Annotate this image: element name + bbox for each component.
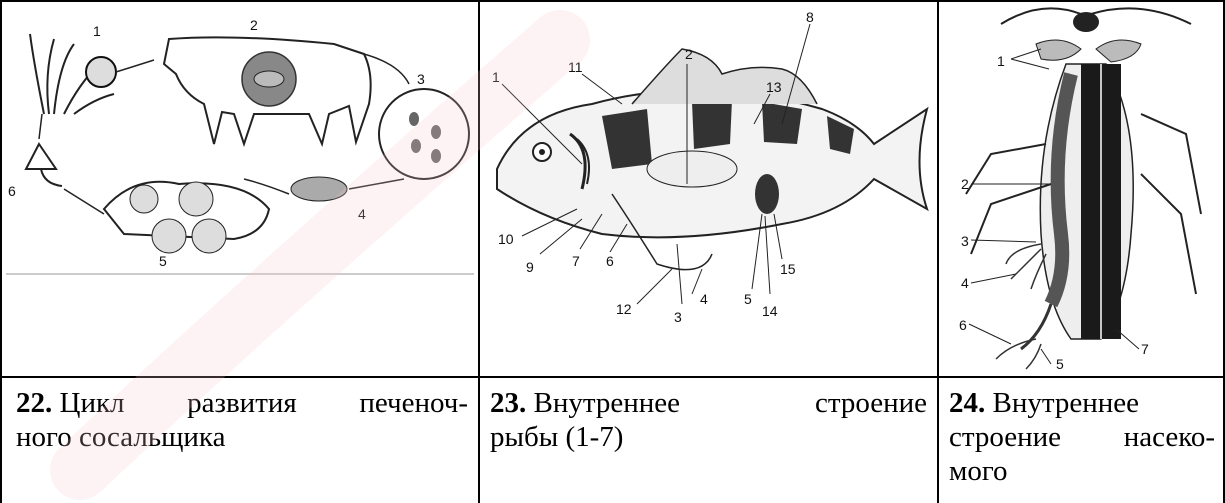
fig23-label: 7 [572,253,580,269]
legs-icon [965,113,1202,295]
table-border-right [1223,0,1225,503]
gills-icon [569,132,587,190]
intestine-icon [611,193,713,271]
table-border-top [0,0,1225,2]
caption-23-line2: рыбы (1-7) [490,421,624,453]
table-divider-2 [937,0,939,503]
table-row-divider [0,376,1225,378]
fig24-illustration: 1 2 3 4 6 5 7 [959,7,1202,372]
fish-stripes [602,100,854,169]
table-divider-1 [478,0,480,503]
caption-23-number: 23. [490,387,527,419]
figure-22-liver-fluke-cycle: 1 2 3 4 5 6 [4,4,476,374]
caption-22-line1: 22. Цикл развития печеноч- [16,387,468,419]
caption-24-line1: 24. Внутреннее [949,387,1140,419]
fig22-label: 3 [417,71,425,87]
fig23-label: 11 [568,59,583,75]
fig22-label: 1 [93,23,101,39]
caption-22: 22. Цикл развития печеноч- ного сосальщи… [16,386,468,454]
swim-bladder-icon [646,150,738,188]
fig24-label: 5 [1056,356,1064,372]
fig23-leaders [501,23,811,305]
fig23-label: 6 [606,253,614,269]
fig24-label: 1 [997,53,1005,69]
fig23-label: 3 [674,309,682,325]
caption-23-line1: 23. Внутреннее строение [490,387,927,419]
fig22-illustration: 1 2 3 4 5 6 [6,17,474,275]
eggs-icon [378,88,470,180]
fig23-label: 5 [744,291,752,307]
kidney-icon [755,174,779,214]
dorsal-fin-icon [631,48,818,105]
cercaria-icon [24,142,58,170]
figure-24-insect-anatomy: 1 2 3 4 6 5 7 [941,4,1221,374]
caption-22-number: 22. [16,387,53,419]
caption-22-line2: ного сосальщика [16,421,226,453]
fig22-label: 5 [159,253,167,269]
fig24-label: 7 [1141,341,1149,357]
caption-24-line2: строение насеко- [949,421,1215,453]
fig24-label: 2 [961,176,969,192]
fig24-leaders [968,48,1140,365]
fig23-label: 10 [498,231,514,247]
fig23-label: 2 [685,46,693,62]
fig23-label: 4 [700,291,708,307]
caption-24: 24. Внутреннее строение насеко- мого [949,386,1215,488]
fig22-label: 2 [250,17,258,33]
antenna-icon [1000,7,1082,25]
fig23-label: 13 [766,79,782,95]
fig23-label: 1 [492,69,500,85]
caption-24-line3: мого [949,455,1008,487]
fig23-label: 12 [616,301,632,317]
head-icon [1073,12,1099,32]
fig24-label: 6 [959,317,967,333]
fig24-label: 4 [961,275,969,291]
figure-23-fish-anatomy: 1 2 8 11 13 10 9 7 6 12 3 4 5 14 15 [482,4,935,374]
fig23-label: 8 [806,9,814,25]
salivary-gland-icon [1035,39,1082,61]
table-border-left [0,0,2,503]
gut-icon [1044,72,1078,308]
fig23-label: 9 [526,259,534,275]
miracidium-icon [290,176,348,202]
caption-23: 23. Внутреннее строение рыбы (1-7) [490,386,927,454]
cyst-icon [85,56,117,88]
fig23-illustration: 1 2 8 11 13 10 9 7 6 12 3 4 5 14 15 [492,9,929,325]
snail-icon [102,180,271,241]
fig23-label: 15 [780,261,796,277]
fig22-label: 6 [8,183,16,199]
cow-icon [162,36,372,148]
fig23-label: 14 [762,303,778,319]
caption-24-number: 24. [949,387,986,419]
fig24-label: 3 [961,233,969,249]
fig22-label: 4 [358,206,366,222]
malpighian-tubules-icon [995,243,1047,370]
cycle-arrows [38,53,410,215]
